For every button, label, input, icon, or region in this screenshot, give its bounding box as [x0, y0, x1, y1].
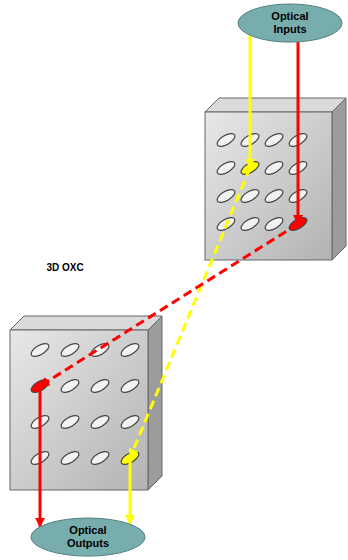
- device-label: 3D OXC: [46, 262, 83, 274]
- array-front-face: [10, 330, 148, 490]
- mirror: [119, 377, 141, 395]
- mirror: [89, 449, 111, 467]
- port-label: Optical Outputs: [57, 524, 119, 549]
- beam-segment: [40, 224, 298, 386]
- mirror: [59, 341, 81, 359]
- mirror: [263, 215, 285, 233]
- beam-segment: [39, 386, 42, 527]
- beam-segment: [130, 168, 250, 458]
- beam-segment: [249, 35, 252, 168]
- optical-port-ellipse: Optical Inputs: [237, 3, 343, 43]
- lower-mirror-array: [10, 316, 162, 490]
- port-label: Optical Inputs: [259, 10, 321, 35]
- mirror: [29, 341, 51, 359]
- mirror: [263, 187, 285, 205]
- mirror: [215, 131, 237, 149]
- mirror: [59, 413, 81, 431]
- mirror: [239, 215, 261, 233]
- mirror: [89, 377, 111, 395]
- array-side-face: [332, 98, 346, 260]
- array-top-face: [205, 98, 346, 112]
- optical-port-ellipse: Optical Outputs: [30, 517, 146, 557]
- light-beam: [40, 42, 298, 527]
- mirror: [59, 449, 81, 467]
- array-front-face: [205, 112, 332, 260]
- mirror: [263, 131, 285, 149]
- upper-mirror-array: [205, 98, 346, 260]
- mirror: [215, 187, 237, 205]
- ellipse-shape: [31, 518, 145, 556]
- ellipse-shape: [238, 4, 342, 42]
- mirror: [263, 159, 285, 177]
- beam-segment: [297, 42, 300, 224]
- mirror: [239, 187, 261, 205]
- mirror: [119, 413, 141, 431]
- mirror: [119, 341, 141, 359]
- mirror: [89, 413, 111, 431]
- array-side-face: [148, 316, 162, 490]
- mirror: [215, 159, 237, 177]
- mirror: [59, 377, 81, 395]
- light-beam: [130, 35, 250, 524]
- beam-segment: [129, 458, 132, 524]
